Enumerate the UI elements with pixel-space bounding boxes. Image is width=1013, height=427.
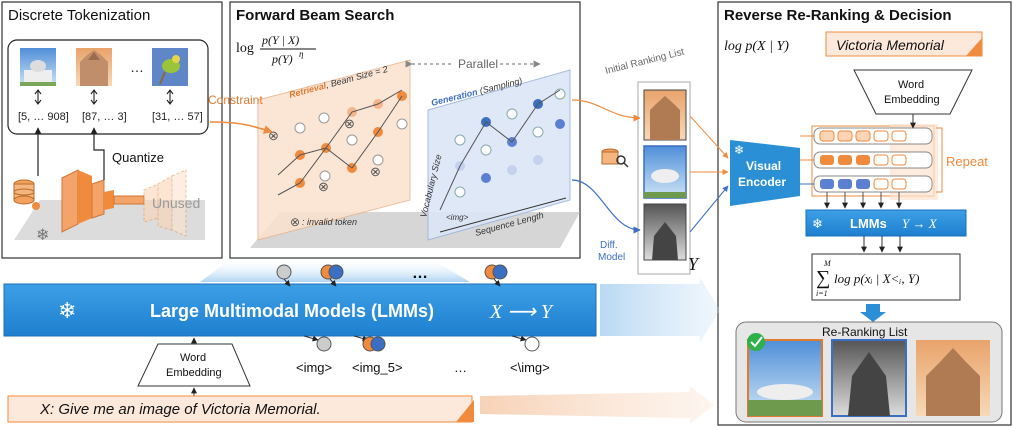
thumb-ellipsis: … (130, 59, 144, 75)
lmm-to-rerank-fade (600, 278, 720, 342)
sum-top: M (823, 259, 832, 268)
database-icon (13, 179, 40, 210)
snowflake-icon: ❄ (36, 227, 49, 244)
re-word-emb-2: Embedding (884, 94, 940, 106)
rerank-title: Re-Ranking List (822, 325, 908, 339)
sum-sigma: ∑ (816, 267, 830, 289)
token-group-1: [5, … 908] (18, 111, 69, 123)
ve-snowflake: ❄ (734, 143, 744, 157)
lmm-small-snowflake: ❄ (812, 216, 823, 231)
token-group-3: [31, … 57] (152, 111, 203, 123)
lmm-small-mapping: Y → X (902, 216, 938, 231)
re-word-emb-1: Word (898, 79, 924, 91)
output-end-img: <\img> (510, 360, 550, 375)
lmm-snowflake-icon: ❄ (58, 298, 76, 323)
diff-model-1: Diff. (600, 240, 618, 251)
vq-decoder-unused (143, 169, 187, 237)
lmm-label: Large Multimodal Models (LMMs) (150, 301, 434, 321)
svg-text:⊗: ⊗ (268, 128, 279, 143)
prompt-fade (480, 386, 714, 424)
y-label: Y (688, 254, 700, 274)
lmm-small-label: LMMs (850, 216, 887, 231)
sum-bottom: i=1 (816, 289, 828, 298)
initial-ranking: Initial Ranking List Y Diff. Model (571, 47, 700, 275)
repeat-label: Repeat (946, 154, 988, 169)
reverse-formula: log p(X | Y) (724, 39, 789, 54)
bottom-word-emb-2: Embedding (166, 367, 222, 379)
img-token-label: <img> (446, 213, 469, 222)
token-row-3 (813, 175, 933, 193)
constraint-label: Constraint (208, 93, 263, 107)
parallel-label: Parallel (458, 57, 498, 71)
thumb-bird (152, 48, 188, 86)
thumb-cathedral (76, 48, 112, 86)
svg-text:⊗: ⊗ (318, 179, 329, 194)
invalid-icon: ⊗ (290, 215, 300, 229)
svg-text:⊗: ⊗ (370, 164, 381, 179)
retrieval-nodes: ⊗ ⊗ ⊗ ⊗ (268, 89, 408, 196)
svg-text:⊗: ⊗ (344, 116, 355, 131)
formula-log: log (236, 41, 254, 56)
check-icon (747, 333, 765, 351)
forward-title: Forward Beam Search (236, 7, 394, 24)
top-ellipsis: … (412, 265, 428, 282)
sum-formula: log p(xᵢ | X<ᵢ, Y) (834, 271, 919, 286)
lmm-bottom-outputs: <img> <img_5> … <\img> (296, 335, 550, 375)
lmm-mapping: X ⟶ Y (489, 301, 554, 323)
thumb-victoria (20, 48, 56, 86)
generation-nodes (439, 88, 566, 211)
token-row-2 (813, 151, 933, 169)
unused-label: Unused (152, 195, 200, 211)
tokenization-title: Discrete Tokenization (8, 7, 150, 24)
quantize-label: Quantize (112, 150, 164, 165)
token-group-2: [87, … 3] (82, 111, 127, 123)
lmm-top-tokens: … (276, 264, 508, 287)
prompt-text: X: Give me an image of Victoria Memorial… (39, 401, 321, 418)
reverse-panel: Reverse Re-Ranking & Decision log p(X | … (689, 1, 1012, 426)
tokenization-panel: Discrete Tokenization … [5, … 90 (1, 1, 223, 259)
visual-encoder-1: Visual (746, 159, 781, 173)
reverse-title: Reverse Re-Ranking & Decision (724, 7, 952, 24)
formula-denominator: p(Y) (271, 52, 293, 66)
bottom-word-emb-1: Word (180, 352, 206, 364)
invalid-token-label: : invalid token (302, 217, 357, 227)
initial-ranking-label: Initial Ranking List (604, 47, 686, 77)
query-text: Victoria Memorial (836, 37, 945, 53)
visual-encoder-2: Encoder (738, 175, 786, 189)
bottom-input: Word Embedding X: Give me an image of Vi… (7, 337, 474, 423)
forward-panel: Forward Beam Search log p(Y | X) p(Y) η … (208, 1, 581, 259)
output-img: <img> (296, 360, 332, 375)
vq-encoder (61, 169, 145, 233)
lmm-bar: ❄ Large Multimodal Models (LMMs) X ⟶ Y (3, 283, 597, 337)
output-img5: <img_5> (352, 360, 403, 375)
formula-numerator: p(Y | X) (261, 33, 299, 47)
formula-exponent: η (299, 49, 304, 59)
db-search-icon (601, 148, 629, 168)
token-arrows (34, 89, 174, 105)
token-row-1 (813, 127, 933, 145)
output-ellipsis: … (454, 360, 467, 375)
diff-model-2: Model (598, 252, 625, 263)
